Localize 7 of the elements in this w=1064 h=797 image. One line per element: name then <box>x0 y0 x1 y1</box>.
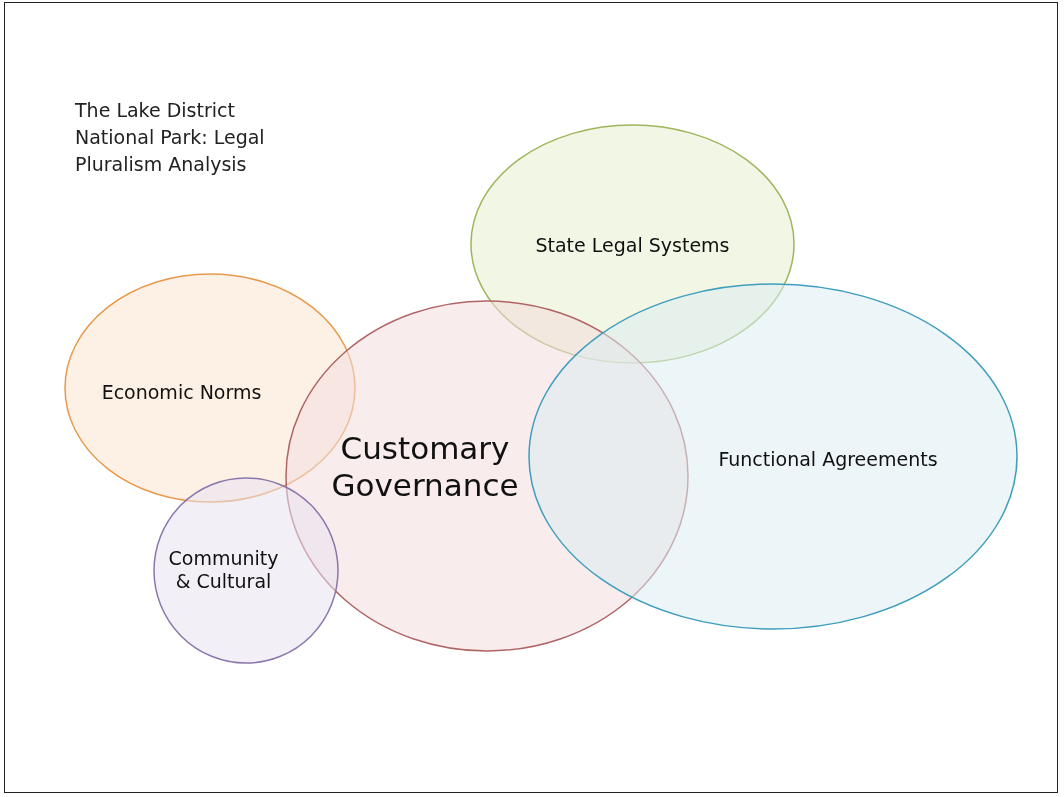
ellipse-label: State Legal Systems <box>534 234 731 257</box>
ellipse-label: Functional Agreements <box>717 448 939 471</box>
ellipse-label: Customary Governance <box>330 430 520 505</box>
title: The Lake District National Park: Legal Pluralism Analysis <box>75 98 266 177</box>
ellipse-label: Community & Cultural <box>167 547 280 593</box>
ellipse <box>528 283 1018 630</box>
ellipse-label: Economic Norms <box>100 381 263 404</box>
